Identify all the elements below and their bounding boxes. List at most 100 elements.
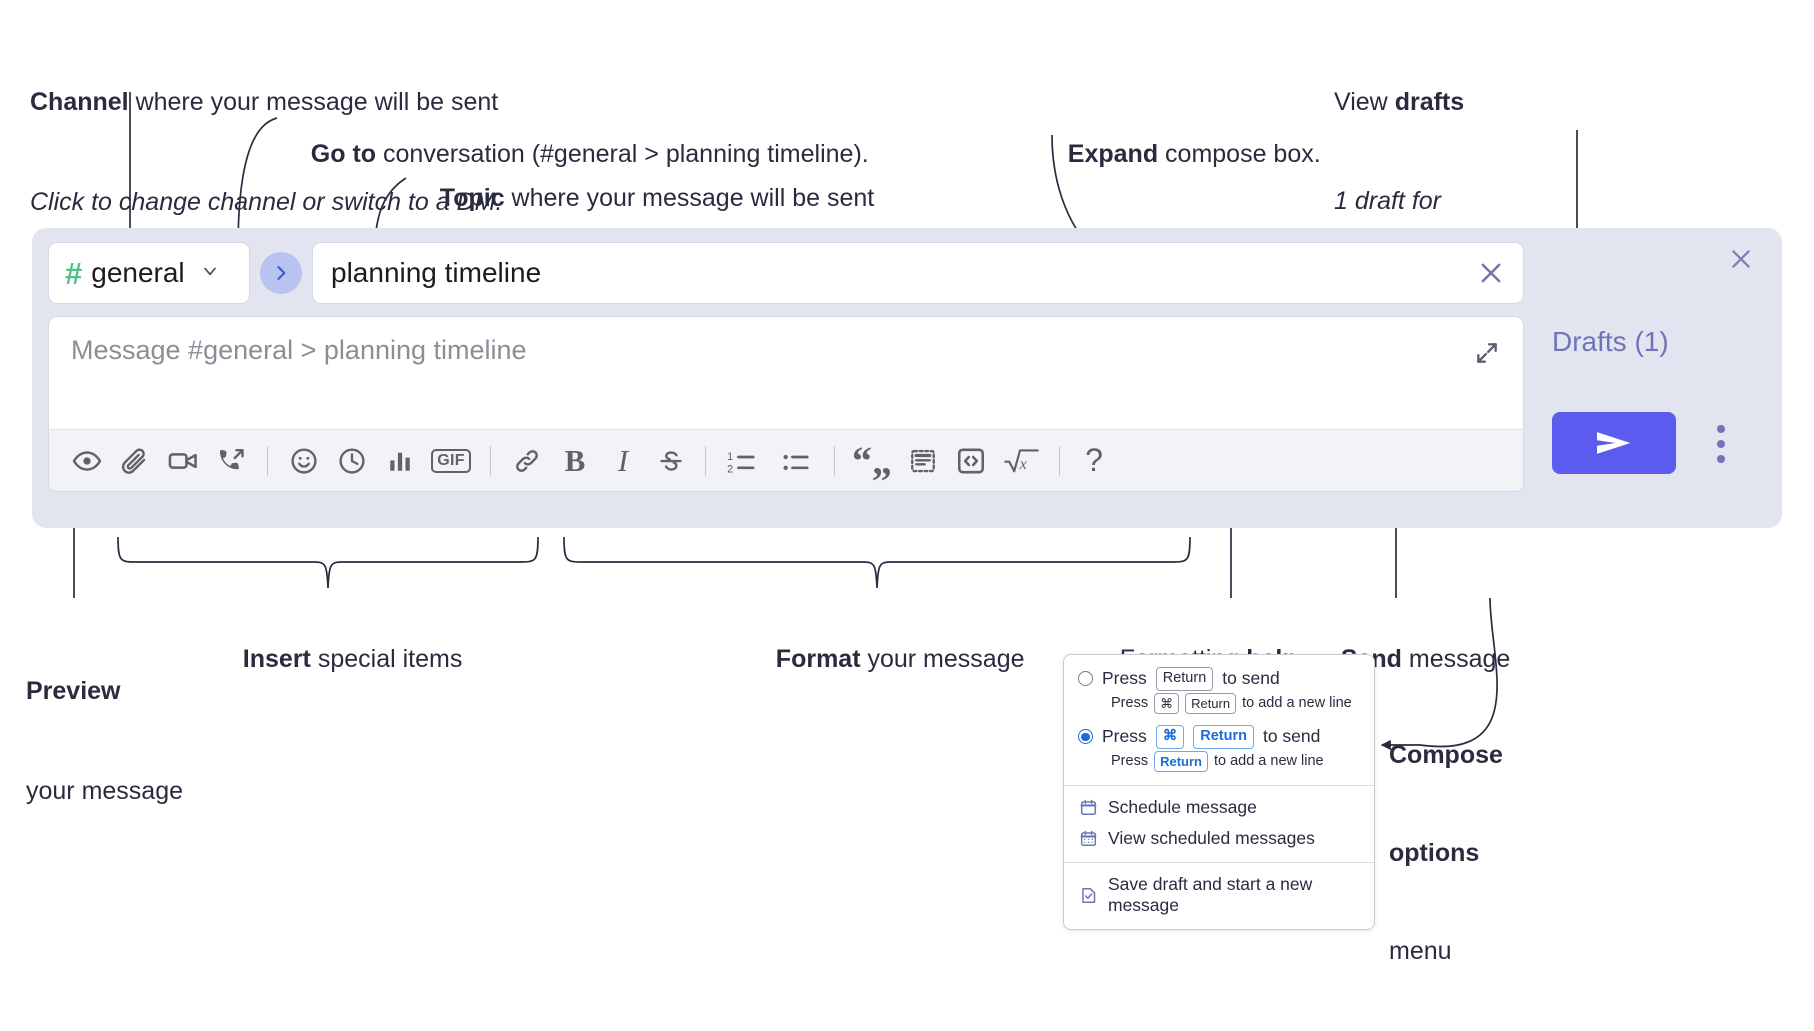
drafts-link[interactable]: Drafts (1) [1552, 326, 1669, 357]
code-button[interactable] [947, 437, 995, 485]
audio-button[interactable] [207, 437, 255, 485]
bulleted-list-icon [783, 454, 809, 470]
link-icon [516, 449, 538, 472]
video-camera-icon [168, 452, 197, 469]
chevron-down-icon [200, 261, 220, 286]
key-return: Return [1185, 692, 1237, 715]
compose-panel: # general planning timeline [32, 228, 1782, 528]
menu-item-view-scheduled-messages[interactable]: View scheduled messages [1064, 823, 1374, 854]
hash-icon: # [65, 255, 83, 291]
key-command: ⌘ [1154, 692, 1180, 715]
compose-header-row: # general planning timeline [48, 242, 1524, 304]
poll-button[interactable] [376, 437, 424, 485]
quote-icon: “„ [852, 437, 892, 483]
strikethrough-icon [660, 450, 682, 471]
annotation-insert: Insert special items [215, 611, 463, 707]
help-button[interactable]: ? [1070, 437, 1118, 485]
file-check-icon [1078, 885, 1098, 905]
send-option-cmd-return[interactable]: Press ⌘ Return to send Press Return to a… [1064, 723, 1374, 777]
bar-chart-icon [390, 452, 410, 471]
question-mark-icon: ? [1085, 442, 1103, 478]
annotation-format-bold: Format [775, 645, 861, 673]
italic-icon: I [617, 442, 629, 478]
annotation-compose-options: Compose options menu [1389, 675, 1503, 1031]
separator-1 [267, 445, 268, 476]
svg-text:x: x [1019, 455, 1027, 472]
blockquote-button[interactable]: “„ [845, 437, 899, 485]
to-send-label: to send [1262, 726, 1321, 747]
phone-arrow-icon [220, 448, 244, 469]
annotation-insert-rest: special items [310, 645, 463, 673]
annotation-compose-bold-2: options [1389, 839, 1480, 867]
panel-close-button[interactable] [1724, 242, 1758, 276]
key-command: ⌘ [1155, 725, 1185, 749]
annotation-compose-rest: menu [1389, 937, 1452, 965]
link-button[interactable] [503, 437, 551, 485]
italic-button[interactable]: I [599, 437, 647, 485]
separator-3 [705, 445, 706, 476]
bold-button[interactable]: B [551, 437, 599, 485]
annotation-goto: Go to conversation (#general > planning … [283, 106, 869, 202]
send-paper-plane-icon [1597, 432, 1631, 454]
expand-compose-button[interactable] [1469, 335, 1505, 371]
annotation-format: Format your message [748, 611, 1025, 707]
bulleted-list-button[interactable] [770, 437, 824, 485]
press-label: Press [1102, 668, 1147, 689]
code-block-icon [911, 449, 935, 472]
annotation-preview-rest: your message [26, 777, 184, 805]
annotation-format-rest: your message [860, 645, 1025, 673]
calendar-grid-icon [1078, 829, 1098, 849]
goto-conversation-button[interactable] [260, 252, 302, 294]
menu-item-schedule-message[interactable]: Schedule message [1064, 792, 1374, 823]
menu-item-label: Schedule message [1108, 797, 1257, 818]
message-placeholder: Message #general > planning timeline [71, 335, 527, 365]
annotation-channel-rest: where your message will be sent [128, 88, 499, 116]
channel-selector[interactable]: # general [48, 242, 250, 304]
key-return: Return [1193, 725, 1254, 749]
separator-4 [834, 445, 835, 476]
annotation-compose-bold-1: Compose [1389, 741, 1503, 769]
annotation-preview-bold: Preview [26, 677, 121, 705]
menu-item-save-draft[interactable]: Save draft and start a new message [1064, 869, 1374, 921]
menu-divider [1064, 862, 1374, 864]
topic-value: planning timeline [331, 257, 542, 288]
video-button[interactable] [159, 437, 207, 485]
svg-text:1: 1 [727, 450, 733, 462]
strikethrough-button[interactable] [647, 437, 695, 485]
radio-button-selected[interactable] [1078, 729, 1093, 745]
topic-input[interactable]: planning timeline [312, 242, 1524, 304]
separator-5 [1059, 445, 1060, 476]
key-return: Return [1155, 667, 1214, 691]
compose-right-column: Drafts (1) [1524, 228, 1782, 528]
clock-icon [339, 447, 365, 474]
message-box: Message #general > planning timeline [48, 316, 1524, 492]
send-button[interactable] [1552, 412, 1676, 474]
annotation-topic-bold: Topic [439, 184, 505, 212]
preview-button[interactable] [63, 437, 111, 485]
menu-item-label: View scheduled messages [1108, 828, 1315, 849]
to-send-label: to send [1222, 668, 1280, 689]
reminder-button[interactable] [328, 437, 376, 485]
annotation-goto-rest: conversation (#general > planning timeli… [376, 140, 869, 168]
ordered-list-button[interactable]: 1 2 [716, 437, 770, 485]
annotation-expand-bold: Expand [1067, 140, 1159, 168]
message-input[interactable]: Message #general > planning timeline [49, 317, 1523, 429]
emoji-button[interactable] [280, 437, 328, 485]
code-icon [958, 448, 985, 473]
radio-button-unselected[interactable] [1078, 671, 1093, 687]
topic-clear-button[interactable] [1471, 253, 1511, 293]
gif-button[interactable]: GIF [424, 437, 478, 485]
sub-row-cmd-return: Press Return to add a new line [1064, 749, 1374, 778]
annotation-preview: Preview your message [26, 611, 183, 871]
compose-options-button[interactable] [1704, 416, 1738, 472]
menu-divider [1064, 785, 1374, 787]
radio-row-cmd-return[interactable]: Press ⌘ Return to send [1064, 723, 1374, 749]
attach-button[interactable] [111, 437, 159, 485]
send-option-return[interactable]: Press Return to send Press ⌘ Return to a… [1064, 665, 1374, 719]
radio-row-return[interactable]: Press Return to send [1064, 665, 1374, 691]
sqrt-x-icon: x [1004, 448, 1039, 472]
paperclip-icon [121, 447, 146, 474]
math-button[interactable]: x [995, 437, 1049, 485]
code-block-button[interactable] [899, 437, 947, 485]
annotation-send-rest: message [1401, 645, 1511, 673]
